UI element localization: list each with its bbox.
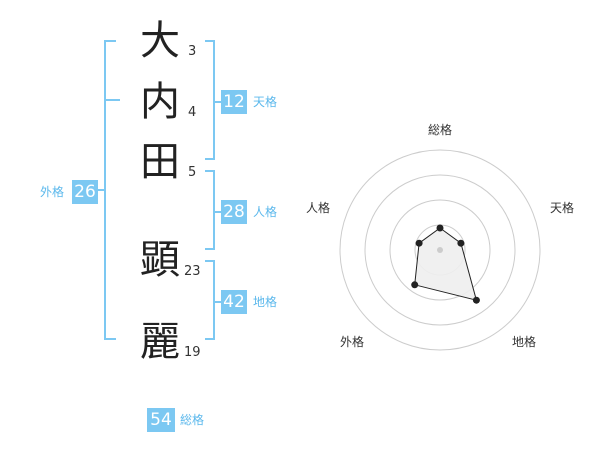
tenkaku-bracket-connector [214,101,221,103]
radar-polygon [414,227,478,301]
gaikaku-bracket [104,40,116,340]
soukaku-value-badge: 54 [147,408,175,432]
radar-point-2 [457,239,465,247]
radar-ring [389,199,491,301]
stroke-count-5: 19 [184,345,201,360]
tenkaku-label: 天格 [253,95,278,109]
radar-axis-label-gaikaku: 外格 [339,335,364,349]
radar-ring [339,149,541,351]
name-char-5: 麗 [140,319,180,365]
jinkaku-value-badge: 28 [221,200,247,224]
tenkaku-bracket [205,40,215,160]
radar-point-1 [436,224,444,232]
tenkaku-value-badge: 12 [221,90,247,114]
radar-axis-label-jinkaku: 人格 [305,201,330,215]
stroke-count-3: 5 [188,165,197,180]
chikaku-bracket-connector [214,301,221,303]
name-char-4: 顕 [140,237,180,283]
soukaku-label: 総格 [180,413,205,427]
jinkaku-label: 人格 [253,205,278,219]
stroke-count-2: 4 [188,105,197,120]
gaikaku-bracket-connector [92,189,105,191]
radar-point-3 [472,296,480,304]
stroke-count-1: 3 [188,44,197,59]
radar-axis-label-soukaku: 総格 [427,123,452,137]
radar-axis-label-chikaku: 地格 [511,335,536,349]
radar-point-4 [411,281,419,289]
chikaku-value-badge: 42 [221,290,247,314]
jinkaku-bracket [205,170,215,250]
name-char-3: 田 [140,139,180,185]
stroke-count-4: 23 [184,264,201,279]
chikaku-label: 地格 [253,295,278,309]
name-char-2: 内 [140,79,180,125]
radar-ring [364,174,516,326]
radar-center [437,247,443,253]
radar-axis-label-tenkaku: 天格 [549,201,574,215]
gaikaku-value-badge: 26 [72,180,98,204]
name-char-1: 大 [140,18,180,64]
radar-point-5 [415,239,423,247]
chikaku-bracket [205,260,215,340]
jinkaku-bracket-connector [214,211,221,213]
gaikaku-label: 外格 [40,185,65,199]
gaikaku-bracket-divider [104,99,120,101]
